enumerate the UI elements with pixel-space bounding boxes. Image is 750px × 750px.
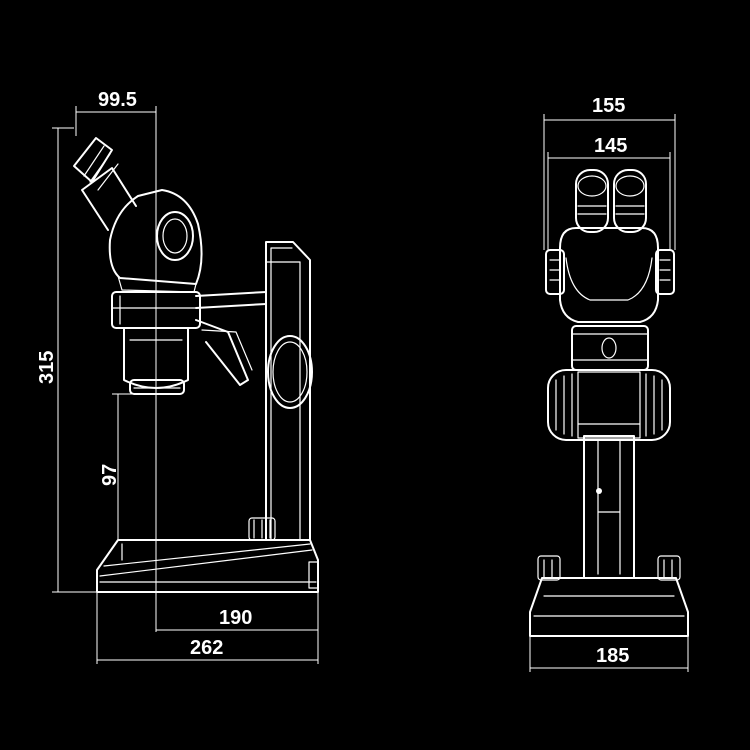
front-dimensions <box>529 114 689 672</box>
dim-97-label: 97 <box>99 464 121 486</box>
dim-185-label: 185 <box>596 645 629 667</box>
side-head <box>108 189 203 293</box>
side-view: 99.5 315 97 190 262 <box>36 89 319 664</box>
front-view: 155 145 185 <box>529 95 689 672</box>
dim-262-label: 262 <box>190 637 223 659</box>
side-arm <box>195 291 267 386</box>
side-focus-knob <box>267 335 313 409</box>
side-eyepiece <box>73 137 137 231</box>
front-pillar <box>583 435 635 579</box>
side-pillar <box>265 241 311 541</box>
dim-190-label: 190 <box>219 607 252 629</box>
side-base-knob <box>248 517 276 541</box>
dim-145-label: 145 <box>594 135 627 157</box>
front-focus-block <box>547 369 671 441</box>
front-eyepieces <box>575 169 647 233</box>
dim-155-label: 155 <box>592 95 625 117</box>
front-head <box>545 227 675 323</box>
side-base <box>96 539 319 593</box>
front-base <box>529 555 689 637</box>
dim-99-5-label: 99.5 <box>98 89 137 111</box>
front-zoom-body <box>571 325 649 371</box>
dim-315-label: 315 <box>36 351 58 384</box>
side-dimensions <box>52 106 319 664</box>
